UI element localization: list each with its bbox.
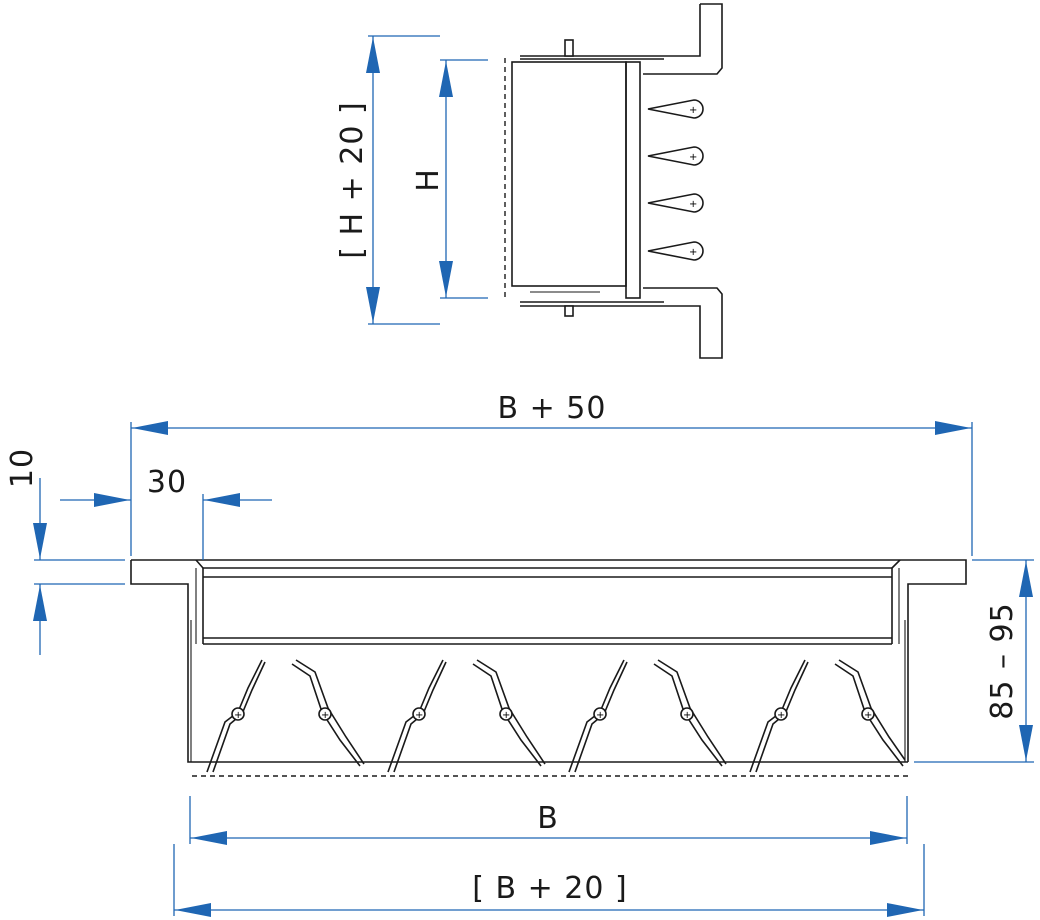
dimension-b: B xyxy=(189,796,908,845)
side-section-view: + + + + xyxy=(504,3,723,359)
svg-text:+: + xyxy=(234,710,242,721)
label-h-plus-20: [ H + 20 ] xyxy=(335,101,370,258)
label-b-plus-50: B + 50 xyxy=(498,391,607,426)
svg-text:+: + xyxy=(683,710,691,721)
label-depth: 85 – 95 xyxy=(985,602,1020,719)
svg-text:+: + xyxy=(777,710,785,721)
svg-text:+: + xyxy=(689,152,697,163)
svg-text:+: + xyxy=(596,710,604,721)
front-view: + + + + + + + + xyxy=(130,559,967,777)
dimension-30: 30 xyxy=(60,465,272,560)
label-30: 30 xyxy=(147,465,187,500)
label-h: H xyxy=(411,168,446,192)
svg-text:+: + xyxy=(689,199,697,210)
label-b-plus-20: [ B + 20 ] xyxy=(472,871,627,906)
dimension-b-plus-20: [ B + 20 ] xyxy=(173,844,925,917)
svg-text:+: + xyxy=(689,105,697,116)
dimension-h: H xyxy=(411,59,488,299)
screw-top xyxy=(564,39,574,57)
screw-bottom xyxy=(564,305,574,317)
blade-set: + + + + + + + + xyxy=(206,659,906,773)
label-10: 10 xyxy=(5,448,40,488)
svg-text:+: + xyxy=(864,710,872,721)
svg-text:+: + xyxy=(415,710,423,721)
svg-text:+: + xyxy=(321,710,329,721)
svg-text:+: + xyxy=(689,247,697,258)
dimension-depth: 85 – 95 xyxy=(914,559,1034,763)
dimension-b-plus-50: B + 50 xyxy=(130,391,973,556)
dimension-10: 10 xyxy=(5,448,125,655)
dimension-h-plus-20: [ H + 20 ] xyxy=(335,35,440,325)
label-b: B xyxy=(537,801,559,836)
blade-row: + + + + xyxy=(647,99,704,261)
svg-text:+: + xyxy=(502,710,510,721)
